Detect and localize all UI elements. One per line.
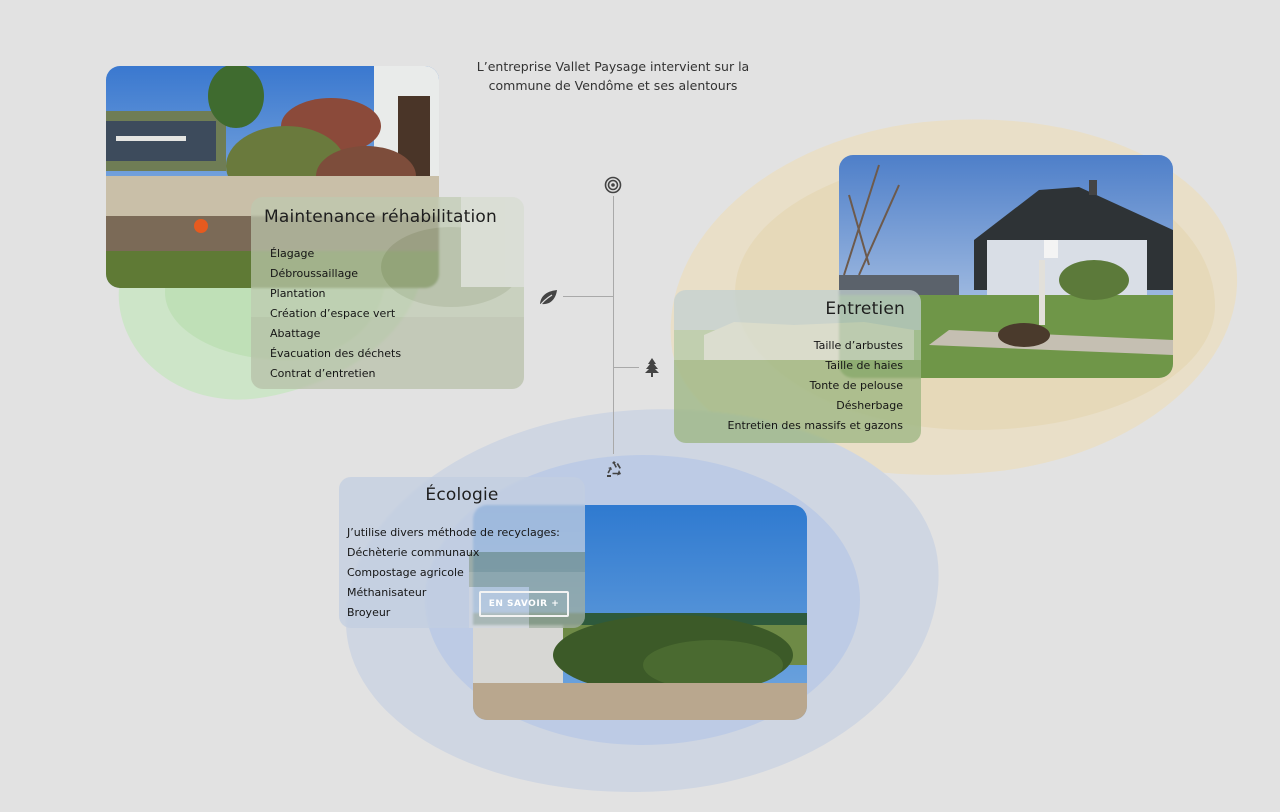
list-item: Méthanisateur (347, 586, 427, 599)
entretien-list: Taille d’arbustes Taille de haies Tonte … (728, 336, 903, 436)
timeline-branch-right (613, 367, 639, 368)
list-item: J’utilise divers méthode de recyclages: (347, 526, 560, 539)
list-item: Désherbage (836, 399, 903, 412)
list-item: Évacuation des déchets (270, 347, 402, 360)
en-savoir-plus-button[interactable]: EN SAVOIR + (479, 591, 569, 617)
entretien-title: Entretien (825, 299, 905, 319)
target-icon (604, 176, 622, 194)
ecologie-list: J’utilise divers méthode de recyclages: … (347, 523, 560, 623)
list-item: Broyeur (347, 606, 391, 619)
maintenance-list: Élagage Débroussaillage Plantation Créat… (270, 244, 401, 384)
intro-line-1: L’entreprise Vallet Paysage intervient s… (476, 59, 750, 74)
timeline-branch-left (563, 296, 613, 297)
list-item: Taille d’arbustes (813, 339, 903, 352)
entretien-card: Entretien Taille d’arbustes Taille de ha… (674, 290, 921, 443)
ecologie-title: Écologie (425, 485, 499, 505)
intro-text: L’entreprise Vallet Paysage intervient s… (470, 57, 756, 95)
list-item: Élagage (270, 247, 315, 260)
intro-line-2: commune de Vendôme et ses alentours (488, 78, 738, 93)
pine-tree-icon (645, 358, 659, 377)
list-item: Débroussaillage (270, 267, 359, 280)
list-item: Déchèterie communaux (347, 546, 480, 559)
list-item: Compostage agricole (347, 566, 464, 579)
timeline-vertical (613, 196, 614, 454)
list-item: Taille de haies (825, 359, 903, 372)
list-item: Plantation (270, 287, 326, 300)
maintenance-card: Maintenance réhabilitation Élagage Débro… (251, 197, 524, 389)
maintenance-title: Maintenance réhabilitation (264, 207, 497, 227)
list-item: Entretien des massifs et gazons (727, 419, 903, 432)
list-item: Abattage (270, 327, 321, 340)
recycle-icon (607, 461, 621, 477)
list-item: Tonte de pelouse (809, 379, 903, 392)
list-item: Contrat d’entretien (270, 367, 376, 380)
ecologie-card: Écologie J’utilise divers méthode de rec… (339, 477, 585, 628)
house-photo (839, 155, 1173, 378)
list-item: Création d’espace vert (270, 307, 396, 320)
leaf-icon (538, 290, 557, 308)
